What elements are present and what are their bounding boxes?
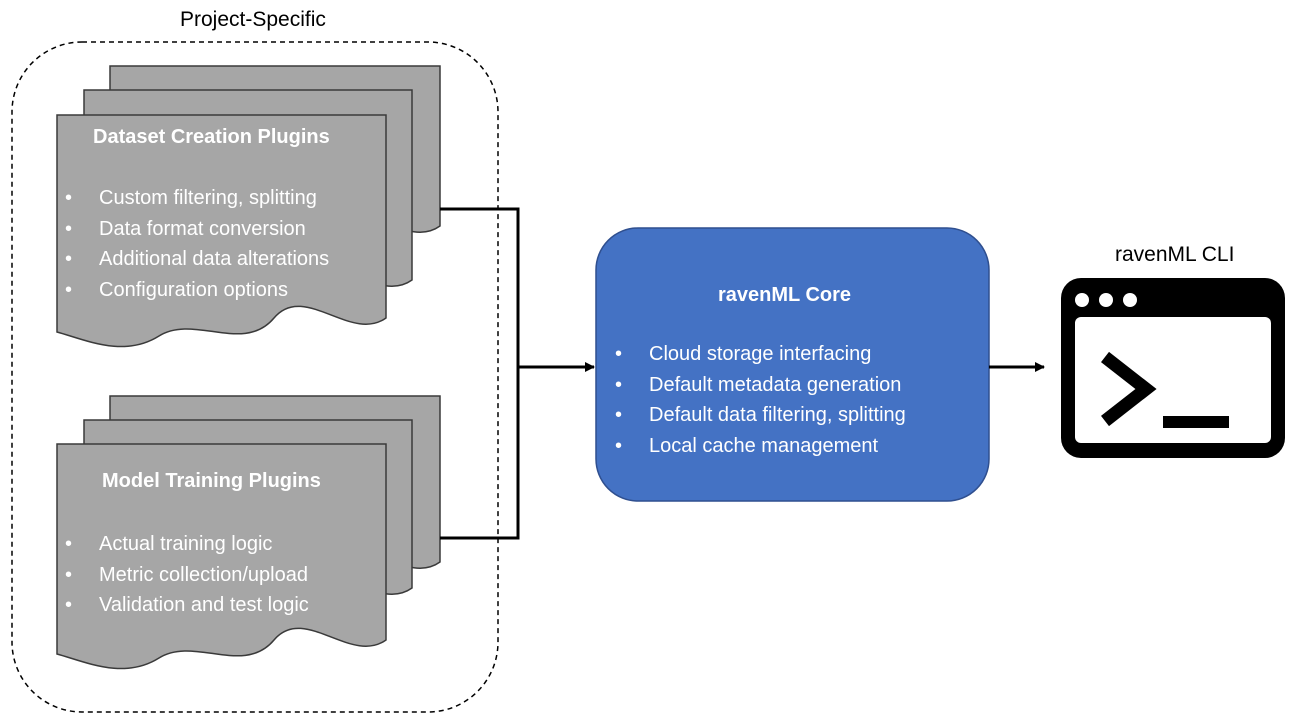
core-bullet: Default metadata generation: [607, 370, 906, 401]
core-bullet-list: Cloud storage interfacing Default metada…: [607, 339, 906, 461]
project-specific-label: Project-Specific: [180, 8, 326, 31]
core-bullet: Cloud storage interfacing: [607, 339, 906, 370]
dataset-plugins-bullet: Custom filtering, splitting: [57, 183, 329, 214]
training-plugins-bullet-list: Actual training logic Metric collection/…: [57, 529, 309, 621]
dataset-connector-line: [440, 207, 520, 367]
dataset-plugins-bullet-list: Custom filtering, splitting Data format …: [57, 183, 329, 305]
core-bullet: Default data filtering, splitting: [607, 400, 906, 431]
project-specific-group-border: [11, 41, 499, 713]
dataset-plugins-bullet: Additional data alterations: [57, 244, 329, 275]
training-plugins-title: Model Training Plugins: [102, 470, 321, 492]
terminal-window-icon: [1061, 278, 1285, 458]
core-title: ravenML Core: [718, 284, 852, 306]
training-plugins-bullet: Actual training logic: [57, 529, 309, 560]
training-connector-line: [440, 367, 520, 540]
training-plugins-bullet: Validation and test logic: [57, 590, 309, 621]
dataset-plugins-title: Dataset Creation Plugins: [93, 126, 330, 148]
plugin-connectors: [440, 207, 595, 540]
cursor-underscore-icon: [1163, 416, 1229, 428]
core-bullet: Local cache management: [607, 431, 906, 462]
dataset-plugins-bullet: Configuration options: [57, 275, 329, 306]
cli-label: ravenML CLI: [1115, 243, 1235, 266]
training-plugins-bullet: Metric collection/upload: [57, 560, 309, 591]
dataset-plugins-bullet: Data format conversion: [57, 214, 329, 245]
prompt-chevron-icon: [1101, 351, 1157, 427]
